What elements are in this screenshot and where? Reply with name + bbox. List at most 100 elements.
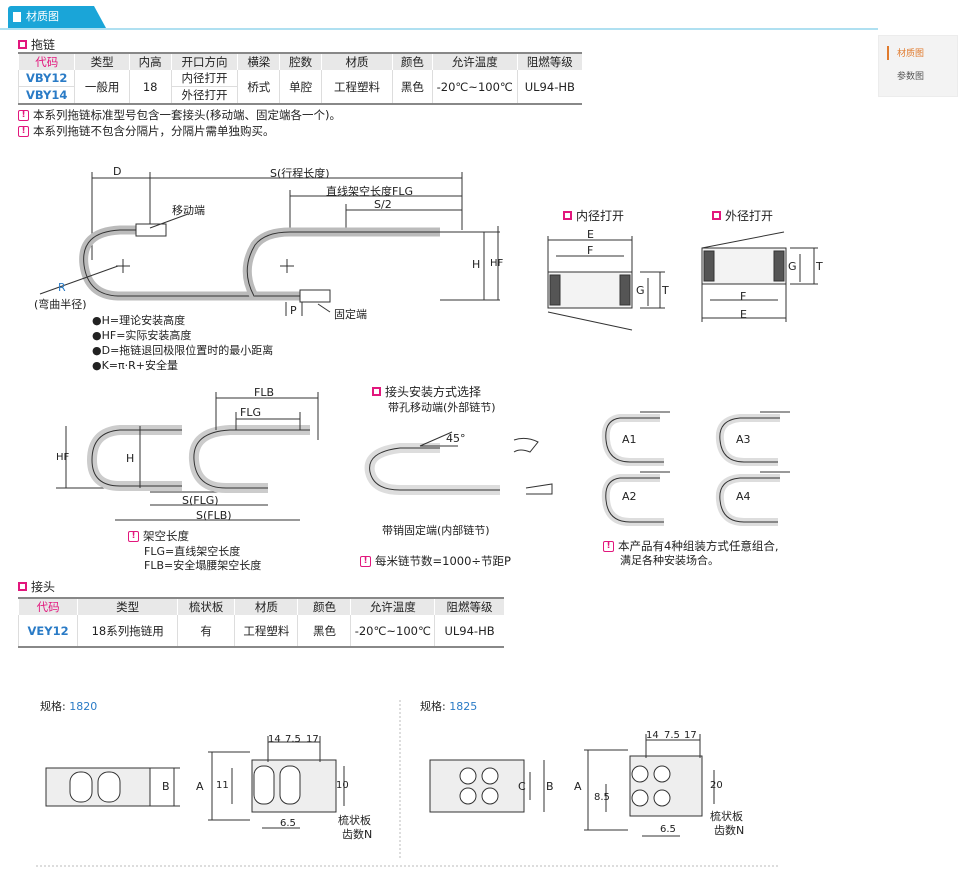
note-2: ! 本系列拖链不包含分隔片，分隔片需单独购买。 <box>18 123 275 139</box>
section-marker-icon <box>563 211 572 220</box>
pin-end-label: 带销固定端(内部链节) <box>382 524 490 537</box>
warning-icon: ! <box>18 109 29 121</box>
tab-bar: 材质图 <box>0 0 961 30</box>
label-R: R <box>58 281 66 294</box>
col-temp: 允许温度 <box>431 53 518 70</box>
inner-dim-E: E <box>587 228 594 241</box>
dim-H: H <box>472 258 481 271</box>
joint-method-title: 接头安装方式选择 <box>372 383 481 400</box>
col-flame: 阻燃等级 <box>434 598 504 615</box>
drag-chain-title: 拖链 <box>18 36 55 53</box>
table-row: VBY14 外径打开 <box>17 86 583 104</box>
label-move-end: 移动端 <box>172 204 205 217</box>
active-indicator <box>887 46 889 60</box>
col-cavity: 腔数 <box>279 53 322 70</box>
pitch-note: ! 每米链节数=1000÷节距P <box>360 553 511 569</box>
dim-HF: HF <box>490 258 504 269</box>
dim-1820-7-5: 7.5 <box>285 734 301 745</box>
dim-1825-17: 17 <box>684 730 697 741</box>
dim-1820-10: 10 <box>336 780 349 791</box>
note-1: ! 本系列拖链标准型号包含一套接头(移动端、固定端各一个)。 <box>18 107 341 123</box>
warning-icon: ! <box>18 125 29 137</box>
dim-D: D <box>113 165 122 178</box>
col-comb: 梳状板 <box>177 598 235 615</box>
col-material: 材质 <box>321 53 393 70</box>
dim-S2: S/2 <box>374 198 392 211</box>
dim-S: S(行程长度) <box>270 167 330 180</box>
dim-FLB: FLB <box>254 386 275 399</box>
dim-S-FLG: S(FLG) <box>182 494 219 507</box>
warning-icon: ! <box>603 540 614 552</box>
combo-A1: A1 <box>622 433 637 446</box>
tab-material-diagram[interactable]: 材质图 <box>8 6 106 28</box>
combo-A3: A3 <box>736 433 751 446</box>
angle-label: 45° <box>446 432 466 445</box>
inner-dim-F: F <box>587 244 594 257</box>
section-marker-icon <box>18 582 27 591</box>
col-material: 材质 <box>234 598 298 615</box>
outer-dim-E: E <box>740 308 747 321</box>
outer-dim-G: G <box>788 260 797 273</box>
document-icon <box>13 12 21 22</box>
col-code: 代码 <box>17 598 78 615</box>
dim-1820-17: 17 <box>306 734 319 745</box>
span-note-title: ! 架空长度 <box>128 528 189 544</box>
span-note-1: FLG=直线架空长度 <box>144 545 241 558</box>
tab-label: 材质图 <box>26 10 59 23</box>
dim-FLG: 直线架空长度FLG <box>326 185 413 198</box>
dim-1825-8-5: 8.5 <box>594 792 610 803</box>
col-beam: 横梁 <box>237 53 280 70</box>
dim-1820-11: 11 <box>216 780 229 791</box>
combo-note-2: 满足各种安装场合。 <box>620 554 719 567</box>
dim-1820-14: 14 <box>268 734 281 745</box>
dim-HF-2: HF <box>56 452 70 463</box>
label-1825-teeth: 齿数N <box>714 824 745 837</box>
combo-note: ! 本产品有4种组装方式任意组合, <box>603 538 778 554</box>
dim-1825-B: B <box>546 780 554 793</box>
col-inner-height: 内高 <box>128 53 172 70</box>
dim-1820-A: A <box>196 780 204 793</box>
label-1820-teeth: 齿数N <box>342 828 373 841</box>
warning-icon: ! <box>128 530 139 542</box>
dim-1825-C: C <box>518 780 526 793</box>
section-marker-icon <box>712 211 721 220</box>
combo-A2: A2 <box>622 490 637 503</box>
inner-dim-G: G <box>636 284 645 297</box>
col-type: 类型 <box>74 53 130 70</box>
dim-1820-6-5: 6.5 <box>280 818 296 829</box>
dim-S-FLB: S(FLB) <box>196 509 232 522</box>
dim-1825-14: 14 <box>646 730 659 741</box>
dim-FLG-2: FLG <box>240 406 261 419</box>
inner-dim-T: T <box>662 284 669 297</box>
legend-4: ●K=π·R+安全量 <box>92 359 179 372</box>
warning-icon: ! <box>360 555 371 567</box>
side-nav: 材质图 参数图 <box>878 35 958 97</box>
section-marker-icon <box>18 40 27 49</box>
outer-dim-T: T <box>816 260 823 273</box>
sidenav-item-params[interactable]: 参数图 <box>897 72 925 82</box>
joint-method-subtitle: 带孔移动端(外部链节) <box>388 401 496 414</box>
label-1820-comb: 梳状板 <box>338 814 371 827</box>
label-R-desc: (弯曲半径) <box>34 298 87 311</box>
inner-open-title: 内径打开 <box>563 207 624 224</box>
dim-1825-7-5: 7.5 <box>664 730 680 741</box>
col-color: 颜色 <box>392 53 433 70</box>
label-fixed-end: 固定端 <box>334 308 367 321</box>
spec-1820-heading: 规格: 1820 <box>40 700 98 713</box>
sidenav-item-material[interactable]: 材质图 <box>897 49 925 59</box>
legend-2: ●HF=实际安装高度 <box>92 329 192 342</box>
combo-A4: A4 <box>736 490 751 503</box>
col-code: 代码 <box>17 53 75 70</box>
joint-title: 接头 <box>18 578 55 595</box>
drag-chain-table: 代码 类型 内高 开口方向 横梁 腔数 材质 颜色 允许温度 阻燃等级 VBY1… <box>17 52 583 105</box>
table-row: VBY12 一般用 18 内径打开 桥式 单腔 工程塑料 黑色 -20℃~100… <box>17 70 582 104</box>
dim-1825-6-5: 6.5 <box>660 824 676 835</box>
tab-underline <box>0 28 878 30</box>
dim-P: P <box>290 304 297 317</box>
